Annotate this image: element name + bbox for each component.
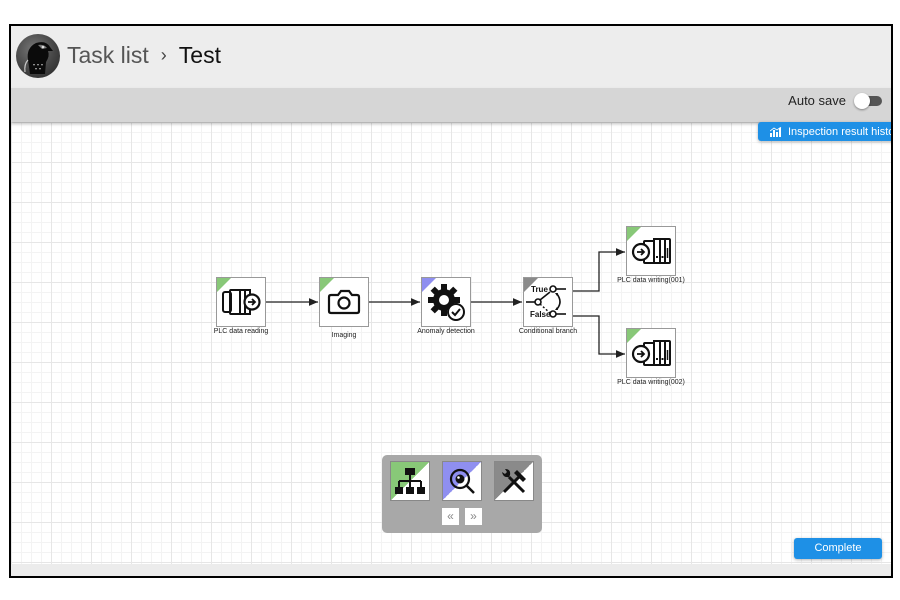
palette-control-button[interactable] <box>494 461 534 501</box>
breadcrumb-task-list-link[interactable]: Task list <box>67 42 149 68</box>
palette-io-button[interactable] <box>390 461 430 501</box>
plc-write-icon <box>631 238 671 264</box>
node-label: PLC data writing(001) <box>617 277 685 284</box>
branch-false-label: False <box>530 310 551 319</box>
category-corner <box>422 278 436 292</box>
category-corner <box>320 278 334 292</box>
gear-check-icon <box>428 284 465 321</box>
hierarchy-icon <box>395 468 425 494</box>
footer-strip <box>11 564 891 576</box>
flow-canvas[interactable]: PLC data reading Imaging <box>11 122 891 564</box>
category-corner <box>524 278 538 292</box>
node-label: Conditional branch <box>518 328 578 335</box>
header: Task list › Test <box>11 26 891 88</box>
node-imaging[interactable] <box>319 277 369 327</box>
breadcrumb-chevron-icon: › <box>160 45 167 65</box>
node-label: PLC data reading <box>213 328 269 335</box>
flow-edges <box>266 248 625 358</box>
app-window: Task list › Test Auto save <box>9 24 893 578</box>
inspect-magnifier-icon <box>449 468 475 494</box>
autosave-label: Auto save <box>788 93 846 108</box>
palette-process-button[interactable] <box>442 461 482 501</box>
inspection-history-button[interactable]: Inspection result histo <box>758 122 893 141</box>
category-corner <box>217 278 231 292</box>
branch-true-label: True <box>531 285 548 294</box>
node-plc-data-reading[interactable] <box>216 277 266 327</box>
category-corner <box>627 329 641 343</box>
plc-read-icon <box>222 289 261 315</box>
node-plc-data-writing-002[interactable] <box>626 328 676 378</box>
node-label: PLC data writing(002) <box>617 379 685 386</box>
node-palette: « » <box>382 455 542 533</box>
toggle-knob <box>854 92 870 109</box>
autosave-toggle[interactable] <box>854 92 882 109</box>
inspection-history-label: Inspection result histo <box>788 125 893 138</box>
category-corner <box>627 227 641 241</box>
complete-button[interactable]: Complete <box>794 538 882 559</box>
toggle-track <box>860 95 882 106</box>
camera-icon <box>327 289 361 315</box>
edge-branch-true <box>573 248 625 292</box>
plc-write-icon <box>631 340 671 366</box>
node-anomaly-detection[interactable] <box>421 277 471 327</box>
palette-prev-button[interactable]: « <box>442 508 459 525</box>
branch-switch-icon: True False <box>526 285 566 319</box>
breadcrumb: Task list › Test <box>67 42 221 69</box>
chart-icon <box>770 126 782 137</box>
edge-branch-false <box>573 315 625 358</box>
node-label: Imaging <box>331 332 357 339</box>
tools-icon <box>502 469 526 494</box>
eagle-logo-icon <box>16 34 60 78</box>
autosave-control: Auto save <box>788 92 882 109</box>
palette-next-button[interactable]: » <box>465 508 482 525</box>
node-conditional-branch[interactable]: True False <box>523 277 573 327</box>
node-plc-data-writing-001[interactable] <box>626 226 676 276</box>
toolbar: Auto save <box>11 88 891 122</box>
breadcrumb-current: Test <box>178 42 221 68</box>
node-label: Anomaly detection <box>417 328 475 335</box>
